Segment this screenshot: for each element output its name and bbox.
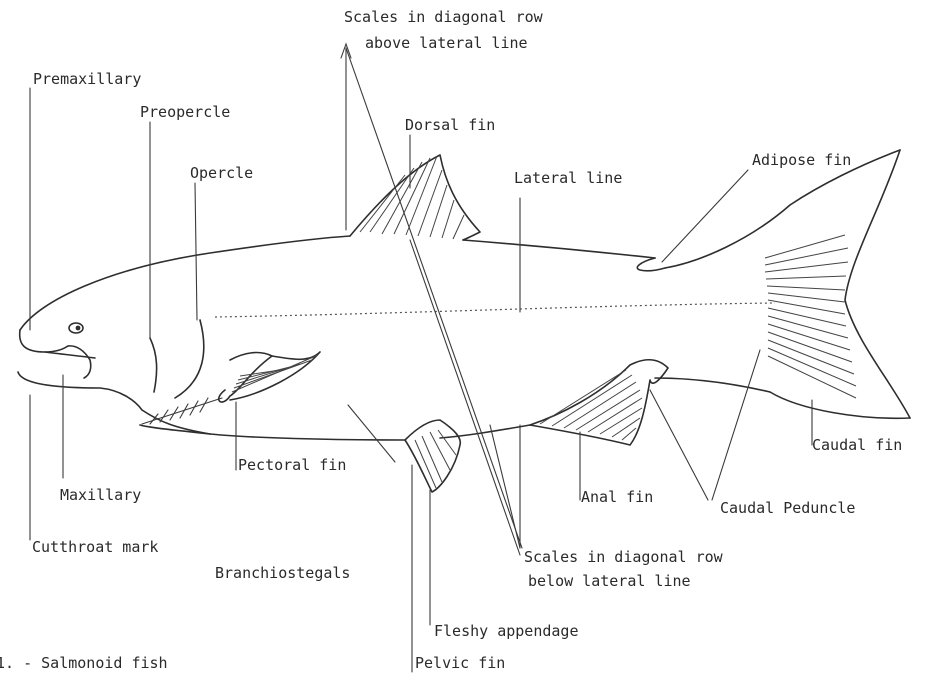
branchiostegals-label: Branchiostegals <box>215 564 350 582</box>
scales-above-label-line2: above lateral line <box>365 34 528 52</box>
dorsal-fin-label: Dorsal fin <box>405 116 495 134</box>
tail-fork-outline <box>845 150 910 418</box>
lower-tail-outline <box>770 392 910 418</box>
maxillary-bone <box>68 346 91 378</box>
adipose-fin <box>637 258 665 271</box>
branchiostegal-rays <box>142 398 222 424</box>
dorsal-fin <box>350 155 480 240</box>
cutthroat-mark-label: Cutthroat mark <box>32 538 158 556</box>
adipose-fin-leader <box>662 170 748 262</box>
lower-jaw <box>18 372 210 434</box>
opercle-line <box>175 320 204 398</box>
preopercle-label: Preopercle <box>140 103 230 121</box>
back-outline <box>463 240 655 258</box>
caudal-fin-rays <box>765 235 856 398</box>
scales-above-label-line1: Scales in diagonal row <box>344 8 544 26</box>
anal-fin <box>530 360 668 445</box>
premaxillary-label: Premaxillary <box>33 70 141 88</box>
fleshy-appendage-label: Fleshy appendage <box>434 622 579 640</box>
scales-below-label-line1: Scales in diagonal row <box>524 548 724 566</box>
caudal-peduncle-label: Caudal Peduncle <box>720 499 855 517</box>
lateral-line <box>215 303 775 317</box>
opercle-label: Opercle <box>190 164 253 182</box>
lower-peduncle-outline <box>655 378 770 392</box>
figure-caption: 1. - Salmonoid fish <box>0 654 168 672</box>
labels: Scales in diagonal row above lateral lin… <box>0 8 902 672</box>
anal-fin-label: Anal fin <box>581 488 653 506</box>
branchiostegals-leader <box>348 405 395 462</box>
preopercle-line <box>150 338 157 392</box>
upper-jaw <box>20 330 68 352</box>
pelvic-fin-label: Pelvic fin <box>415 654 505 672</box>
pelvic-fin <box>405 420 460 492</box>
leader-lines <box>30 44 812 672</box>
pupil <box>76 326 81 331</box>
adipose-fin-label: Adipose fin <box>752 151 851 169</box>
maxillary-label: Maxillary <box>60 486 141 504</box>
caudal-fin-label: Caudal fin <box>812 436 902 454</box>
pectoral-fin <box>219 352 320 402</box>
scales-below-label-line2: below lateral line <box>528 572 691 590</box>
caudal-peduncle-leader-1 <box>650 390 708 500</box>
scales-below-leader-2 <box>490 425 520 548</box>
fish-body <box>18 150 910 440</box>
dorsal-outline <box>20 236 350 330</box>
caudal-peduncle-leader-2 <box>712 350 760 500</box>
lateral-line-label: Lateral line <box>514 169 622 187</box>
pectoral-fin-label: Pectoral fin <box>238 456 346 474</box>
opercle-leader <box>195 183 197 320</box>
scales-below-leader-1 <box>410 240 520 555</box>
